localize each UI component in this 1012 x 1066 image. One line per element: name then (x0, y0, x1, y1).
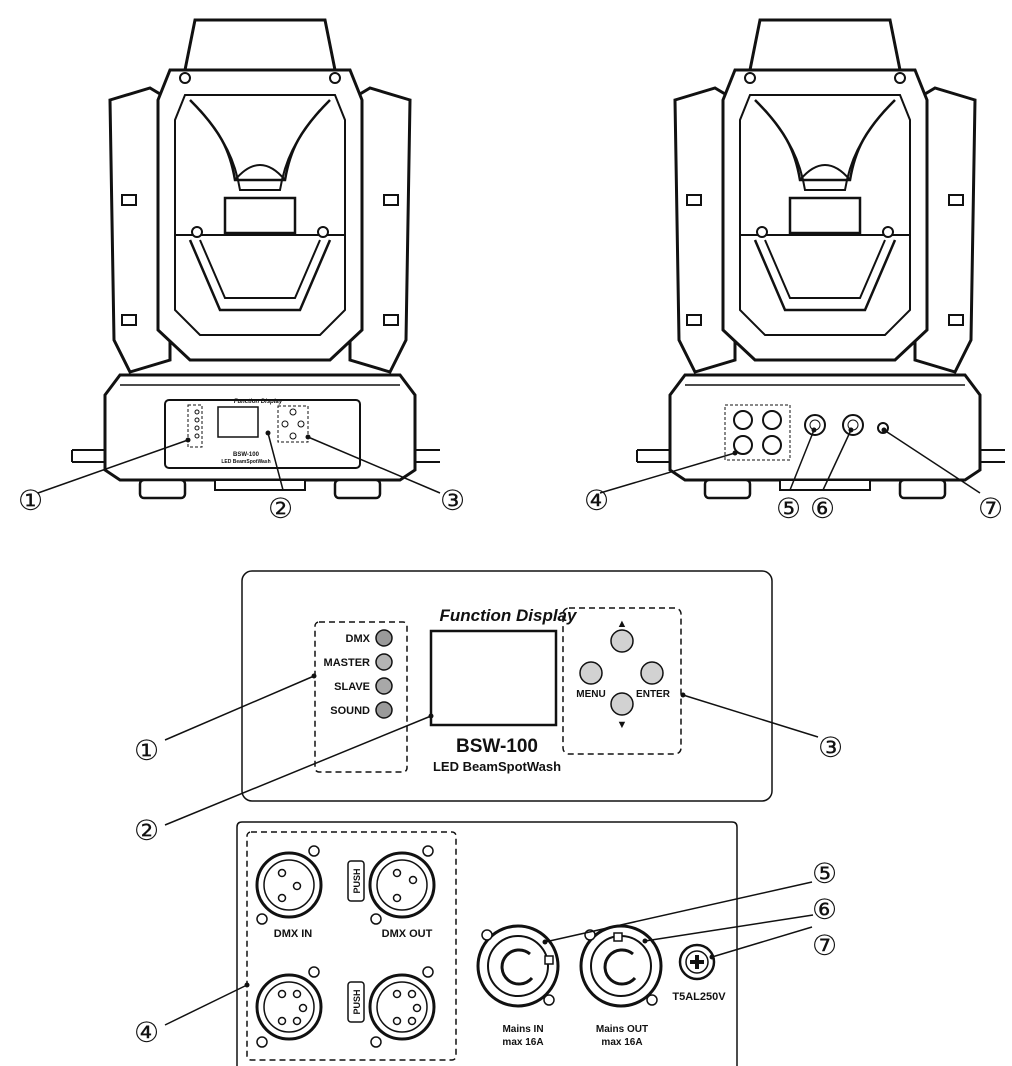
fuse-rating-label: T5AL250V (672, 991, 726, 1003)
mains-in-connector[interactable] (476, 924, 560, 1008)
fixture-rear (635, 18, 1007, 500)
led-label-slave: SLAVE (334, 681, 370, 693)
mini-panel-title: Function Display (234, 399, 283, 405)
mains-out-rating: max 16A (601, 1037, 642, 1048)
callout-7-panel: ⑦ (812, 929, 837, 962)
menu-label: MENU (576, 689, 605, 700)
led-master (375, 653, 393, 671)
dmx-out-3pin[interactable] (368, 845, 436, 925)
mini-panel-model: BSW-100 (233, 452, 260, 458)
dmx-connector-group (246, 831, 457, 1061)
callout-2-top: ② (268, 492, 293, 525)
led-status-group (314, 621, 408, 773)
dmx-in-5pin[interactable] (255, 966, 323, 1048)
enter-label: ENTER (636, 689, 671, 700)
dmx-in-label: DMX IN (274, 928, 313, 940)
button-group (562, 607, 682, 755)
mini-front-panel (164, 399, 361, 469)
callout-1-panel: ① (134, 734, 159, 767)
dmx-out-5pin[interactable] (368, 966, 436, 1048)
fixture-front: Function Display BSW-100 LED BeamSpotWas… (70, 18, 442, 500)
model-subtitle: LED BeamSpotWash (433, 759, 561, 774)
callout-7-top: ⑦ (978, 492, 1003, 525)
callout-4-top: ④ (584, 484, 609, 517)
callout-3-panel: ③ (818, 731, 843, 764)
up-button[interactable] (610, 629, 634, 653)
top-leader-lines (37, 429, 981, 494)
callout-6-panel: ⑥ (812, 893, 837, 926)
fuse-holder[interactable] (678, 943, 716, 981)
callout-4-panel: ④ (134, 1016, 159, 1049)
mains-out-label: Mains OUT (596, 1024, 648, 1035)
mains-in-rating: max 16A (502, 1037, 543, 1048)
down-button[interactable] (610, 692, 634, 716)
mini-panel-subtitle: LED BeamSpotWash (221, 459, 270, 465)
callout-6-top: ⑥ (810, 492, 835, 525)
callout-1-top: ① (18, 484, 43, 517)
model-name: BSW-100 (456, 736, 538, 757)
down-arrow-icon: ▼ (617, 719, 628, 731)
up-arrow-icon: ▲ (617, 618, 628, 630)
led-label-dmx: DMX (346, 633, 371, 645)
enter-button[interactable] (640, 661, 664, 685)
led-slave (375, 677, 393, 695)
callout-3-top: ③ (440, 484, 465, 517)
lcd-display (429, 629, 558, 727)
led-dmx (375, 629, 393, 647)
function-display-title: Function Display (440, 606, 579, 625)
callout-5-panel: ⑤ (812, 857, 837, 890)
led-label-sound: SOUND (330, 705, 370, 717)
led-label-master: MASTER (324, 657, 371, 669)
dmx-in-3pin[interactable] (255, 845, 323, 925)
mains-out-connector[interactable] (579, 924, 663, 1008)
push-label-top: PUSH (352, 868, 362, 893)
mains-in-label: Mains IN (502, 1024, 543, 1035)
dmx-out-label: DMX OUT (382, 928, 433, 940)
front-panel-detail: Function Display DMX MASTER SLAVE SOUND … (241, 570, 773, 802)
callout-2-panel: ② (134, 814, 159, 847)
mini-dmx-group (724, 404, 791, 461)
led-sound (375, 701, 393, 719)
menu-button[interactable] (579, 661, 603, 685)
rear-panel-detail: DMX IN PUSH DMX OUT (236, 821, 738, 1066)
push-label-bottom: PUSH (352, 989, 362, 1014)
callout-5-top: ⑤ (776, 492, 801, 525)
